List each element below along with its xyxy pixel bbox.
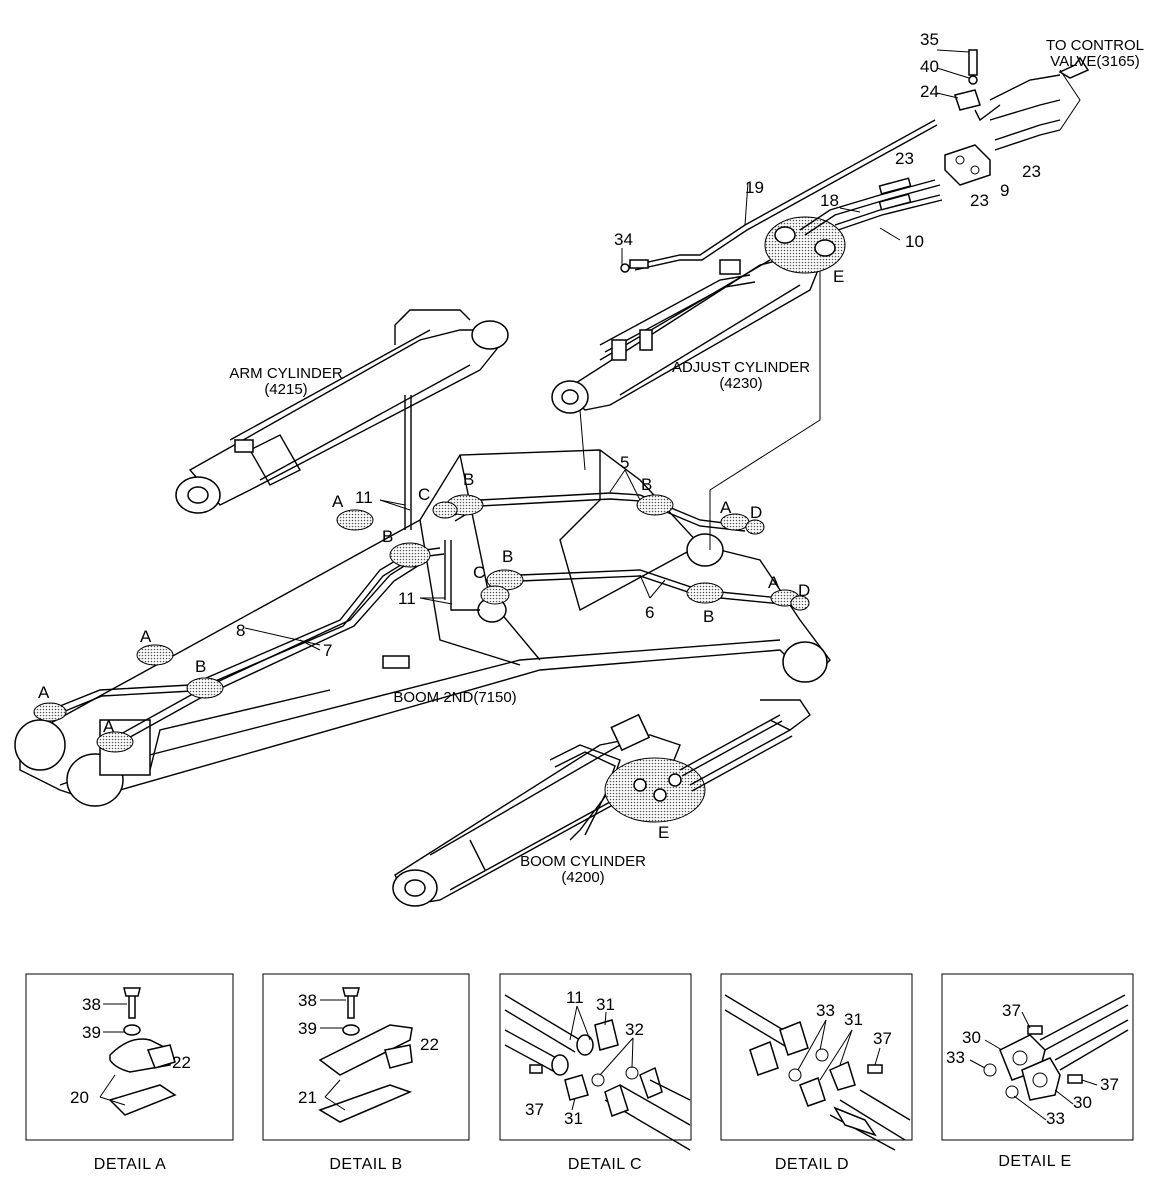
callout-E: E — [833, 267, 844, 286]
callout-23: 23 — [1022, 162, 1041, 181]
assembly-labels: ARM CYLINDER (4215) ADJUST CYLINDER (423… — [229, 37, 1144, 886]
detail-b-caption: DETAIL B — [329, 1156, 402, 1173]
boom-2nd-label: BOOM 2ND(7150) — [393, 689, 516, 706]
boom-cylinder — [392, 699, 811, 907]
adjust-cylinder-label: ADJUST CYLINDER — [672, 359, 810, 376]
control-valve-code: VALVE(3165) — [1050, 53, 1140, 70]
detail-d-callout-37: 37 — [873, 1029, 892, 1048]
detail-c-caption: DETAIL C — [568, 1156, 642, 1173]
arm-cylinder — [175, 309, 509, 514]
callout-A: A — [720, 498, 732, 517]
callout-E: E — [658, 823, 669, 842]
detail-e-panel: 37 30 33 37 30 33 — [941, 973, 1134, 1141]
callout-A: A — [768, 573, 780, 592]
detail-e-callout-33: 33 — [946, 1048, 965, 1067]
callout-6: 6 — [645, 603, 654, 622]
callout-18: 18 — [820, 191, 839, 210]
callout-A: A — [103, 717, 115, 736]
adjust-cylinder-code: (4230) — [719, 375, 762, 392]
main-callouts: 35 40 24 23 23 9 23 19 18 10 34 E 5 B A … — [38, 30, 1041, 842]
detail-d-caption: DETAIL D — [775, 1156, 849, 1173]
detail-b-panel: 38 39 22 21 — [262, 973, 470, 1141]
callout-D: D — [798, 581, 810, 600]
detail-c-callout-11: 11 — [566, 988, 584, 1007]
callout-C: C — [418, 485, 430, 504]
boom-cylinder-label: BOOM CYLINDER — [520, 853, 646, 870]
control-valve-label: TO CONTROL — [1046, 37, 1144, 54]
detail-b-callout-38: 38 — [298, 991, 317, 1010]
arm-cylinder-label: ARM CYLINDER — [229, 365, 343, 382]
detail-b-callout-21: 21 — [298, 1088, 317, 1107]
callout-24: 24 — [920, 82, 939, 101]
valve-block — [944, 49, 1090, 186]
callout-A: A — [332, 492, 344, 511]
arm-cylinder-code: (4215) — [264, 381, 307, 398]
pipe-lines — [44, 270, 821, 747]
detail-e-callout-37: 37 — [1100, 1075, 1119, 1094]
callout-B: B — [641, 475, 652, 494]
callout-B: B — [502, 547, 513, 566]
callout-35: 35 — [920, 30, 939, 49]
detail-c-callout-31: 31 — [564, 1109, 583, 1128]
detail-a-callout-38: 38 — [82, 995, 101, 1014]
detail-e-callout-33: 33 — [1046, 1109, 1065, 1128]
callout-A: A — [140, 627, 152, 646]
callout-23: 23 — [970, 191, 989, 210]
detail-b-callout-39: 39 — [298, 1019, 317, 1038]
callout-A: A — [38, 683, 50, 702]
detail-e-caption: DETAIL E — [998, 1153, 1071, 1170]
callout-11: 11 — [355, 488, 373, 507]
adjust-cylinder — [551, 216, 846, 414]
detail-b-callout-22: 22 — [420, 1035, 439, 1054]
detail-c-callout-32: 32 — [625, 1020, 644, 1039]
callout-C: C — [473, 563, 485, 582]
detail-a-panel: 38 39 22 20 — [25, 973, 234, 1141]
callout-B: B — [703, 607, 714, 626]
detail-a-callout-39: 39 — [82, 1023, 101, 1042]
detail-a-caption: DETAIL A — [94, 1156, 166, 1173]
callout-40: 40 — [920, 57, 939, 76]
detail-c-callout-31: 31 — [596, 995, 615, 1014]
callout-9: 9 — [1000, 181, 1009, 200]
callout-10: 10 — [905, 232, 924, 251]
detail-e-callout-30: 30 — [1073, 1093, 1092, 1112]
detail-c-callout-37: 37 — [525, 1100, 544, 1119]
pipe-clamps — [33, 494, 810, 753]
callout-23: 23 — [895, 149, 914, 168]
callout-7: 7 — [323, 641, 332, 660]
adjust-cylinder-hoses — [620, 119, 943, 273]
detail-e-callout-30: 30 — [962, 1028, 981, 1047]
callout-8: 8 — [236, 621, 245, 640]
detail-c-panel: 11 31 32 37 31 — [499, 973, 692, 1151]
detail-d-callout-33: 33 — [816, 1001, 835, 1020]
callout-B: B — [463, 470, 474, 489]
callout-11: 11 — [398, 589, 416, 608]
boom-cylinder-code: (4200) — [561, 869, 604, 886]
detail-d-panel: 33 31 37 — [720, 973, 913, 1151]
detail-d-callout-31: 31 — [844, 1010, 863, 1029]
detail-a-callout-20: 20 — [70, 1088, 89, 1107]
callout-34: 34 — [614, 230, 633, 249]
callout-D: D — [750, 503, 762, 522]
detail-e-callout-37: 37 — [1002, 1001, 1021, 1020]
callout-5: 5 — [620, 453, 629, 472]
callout-B: B — [195, 657, 206, 676]
callout-19: 19 — [745, 178, 764, 197]
detail-a-callout-22: 22 — [172, 1053, 191, 1072]
callout-B: B — [382, 527, 393, 546]
